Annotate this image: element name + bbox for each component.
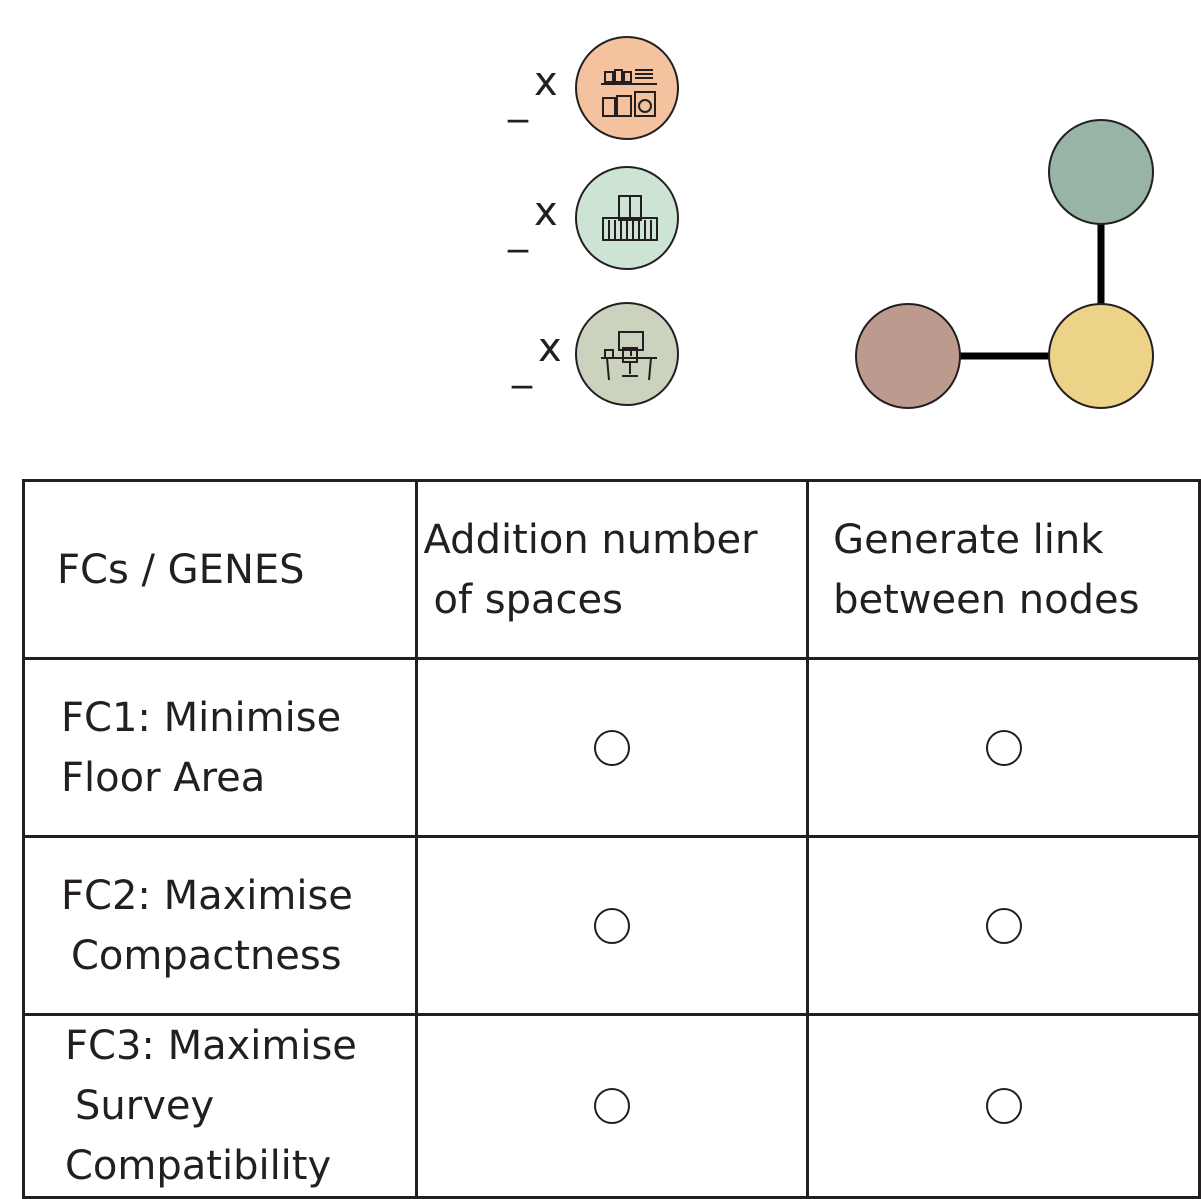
fc-line: Compactness <box>71 932 342 979</box>
circle-mark <box>593 907 630 944</box>
counter-laundry: _x <box>508 62 560 120</box>
multiply-sign: x <box>534 59 560 105</box>
fc-genes-table: FCs / GENES Addition number of spaces Ge… <box>22 479 1201 1199</box>
counter-workspace: _x <box>512 328 564 386</box>
graph-node-right <box>1048 303 1154 409</box>
graph-node-left <box>855 303 961 409</box>
graph-node-top <box>1048 119 1154 225</box>
header-link: Generate link between nodes <box>806 479 1201 660</box>
fc-line: Compatibility <box>65 1143 332 1189</box>
laundry-icon <box>601 69 657 117</box>
fc-label: FC2: Maximise Compactness <box>22 835 418 1016</box>
circle-mark <box>985 729 1022 766</box>
header-corner: FCs / GENES <box>22 479 418 660</box>
mark-cell <box>806 835 1201 1016</box>
circle-mark <box>593 1088 630 1124</box>
header-addition: Addition number of spaces <box>414 479 810 660</box>
balcony-icon <box>602 195 658 241</box>
circle-mark <box>985 907 1022 944</box>
header-line: Addition number <box>423 516 758 563</box>
workspace-node <box>575 302 679 406</box>
corner-label: FCs / GENES <box>57 546 305 593</box>
table-row: FC2: Maximise Compactness <box>22 835 1201 1016</box>
table-row: FC1: Minimise Floor Area <box>22 657 1201 838</box>
fc-line: FC3: Maximise <box>65 1023 357 1069</box>
fc-line: FC1: Minimise <box>61 694 342 741</box>
multiply-sign: x <box>538 325 564 371</box>
circle-mark <box>985 1088 1022 1124</box>
laundry-node <box>575 36 679 140</box>
header-line: Generate link <box>833 516 1104 563</box>
node-graph <box>855 119 1154 409</box>
header-line: between nodes <box>833 576 1140 623</box>
fc-label: FC1: Minimise Floor Area <box>22 657 418 838</box>
fc-line: Survey <box>75 1083 215 1129</box>
mark-cell <box>414 1013 810 1199</box>
table-row: FC3: Maximise Survey Compatibility <box>22 1013 1201 1199</box>
fc-label: FC3: Maximise Survey Compatibility <box>22 1013 418 1199</box>
workspace-icon <box>601 331 657 381</box>
multiply-sign: x <box>534 189 560 235</box>
fc-line: Floor Area <box>61 754 266 801</box>
count-blank: _ <box>508 207 530 253</box>
header-line: of spaces <box>433 576 623 623</box>
mark-cell <box>806 657 1201 838</box>
count-blank: _ <box>508 77 530 123</box>
count-blank: _ <box>512 343 534 389</box>
balcony-node <box>575 166 679 270</box>
fc-line: FC2: Maximise <box>61 872 353 919</box>
counter-balcony: _x <box>508 192 560 250</box>
table-header-row: FCs / GENES Addition number of spaces Ge… <box>22 479 1201 660</box>
mark-cell <box>414 657 810 838</box>
circle-mark <box>593 729 630 766</box>
mark-cell <box>414 835 810 1016</box>
mark-cell <box>806 1013 1201 1199</box>
